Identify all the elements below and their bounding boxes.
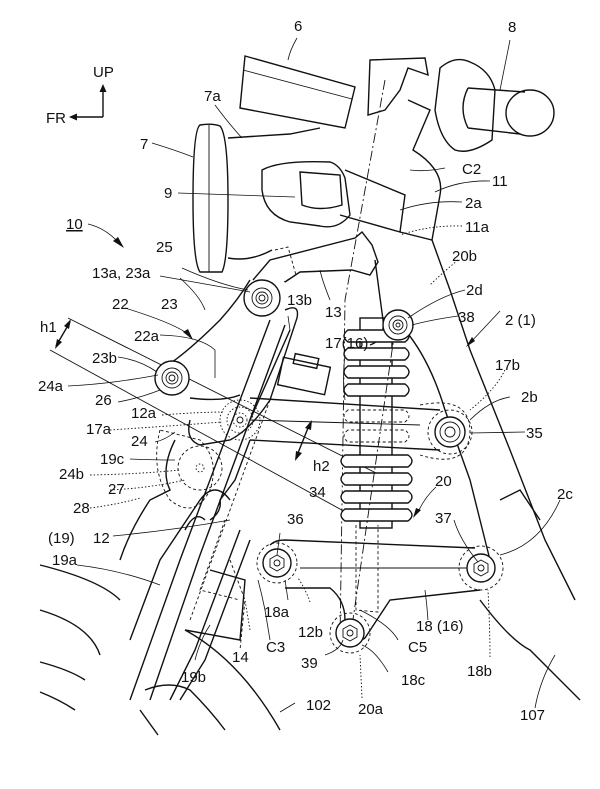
meter-unit (239, 55, 356, 129)
up-arrowhead-icon (99, 84, 107, 92)
label-18-16: 18 (16) (416, 618, 464, 635)
pivot-36 (256, 542, 298, 584)
label-9: 9 (164, 185, 172, 202)
orientation-indicator: UP FR (46, 64, 114, 127)
label-23: 23 (161, 296, 178, 313)
label-18a: 18a (264, 604, 290, 621)
label-19a: 19a (52, 552, 78, 569)
label-39: 39 (301, 655, 318, 672)
label-25: 25 (156, 239, 173, 256)
label-2c: 2c (557, 486, 573, 503)
label-2b: 2b (521, 389, 538, 406)
assembly-reference: 10 (66, 216, 124, 248)
label-28: 28 (73, 500, 90, 517)
label-7: 7 (140, 136, 148, 153)
label-C2: C2 (462, 161, 481, 178)
label-13b: 13b (287, 292, 312, 309)
pivot-39 (329, 612, 371, 654)
label-14: 14 (232, 649, 249, 666)
dimension-h2 (295, 420, 312, 461)
dimension-h1 (49, 317, 391, 521)
label-19-paren: (19) (48, 530, 75, 547)
label-19b: 19b (181, 669, 206, 686)
assembly-arrow-icon (113, 237, 124, 248)
label-20: 20 (435, 473, 452, 490)
label-17a: 17a (86, 421, 112, 438)
label-2d: 2d (466, 282, 483, 299)
label-26: 26 (95, 392, 112, 409)
label-2a: 2a (465, 195, 482, 212)
up-label: UP (93, 64, 114, 81)
link-arm-23 (159, 279, 299, 446)
leader-lines (67, 37, 561, 713)
label-22: 22 (112, 296, 129, 313)
label-18c: 18c (401, 672, 426, 689)
label-35: 35 (526, 425, 543, 442)
label-24a: 24a (38, 378, 64, 395)
label-20b: 20b (452, 248, 477, 265)
label-24: 24 (131, 433, 148, 450)
label-19c: 19c (100, 451, 125, 468)
label-h2: h2 (313, 458, 330, 475)
pivot-38 (382, 309, 414, 341)
label-h1: h1 (40, 319, 57, 336)
label-12b: 12b (298, 624, 323, 641)
reference-labels: 6 8 7a 7 C2 11 9 2a 11a 25 20b 13a, 23a … (38, 18, 573, 724)
label-37: 37 (435, 510, 452, 527)
label-27: 27 (108, 481, 125, 498)
label-38: 38 (458, 309, 475, 326)
shock-absorber (276, 317, 413, 641)
pivot-34 (219, 399, 261, 441)
pivot-35 (427, 409, 473, 455)
label-C3: C3 (266, 639, 285, 656)
label-17-16: 17(16) (325, 335, 368, 352)
label-12: 12 (93, 530, 110, 547)
frame-2 (369, 239, 581, 701)
label-8: 8 (508, 19, 516, 36)
upper-arm-17 (249, 397, 471, 460)
handlebar-grip (367, 57, 555, 152)
label-12a: 12a (131, 405, 157, 422)
label-36: 36 (287, 511, 304, 528)
label-102: 102 (306, 697, 331, 714)
assembly-ref-label: 10 (66, 216, 83, 233)
label-7a: 7a (204, 88, 221, 105)
label-22a: 22a (134, 328, 160, 345)
label-23b: 23b (92, 350, 117, 367)
label-13: 13 (325, 304, 342, 321)
headlight (192, 123, 321, 273)
label-13a-23a: 13a, 23a (92, 265, 151, 282)
label-C5: C5 (408, 639, 427, 656)
steering-axis-C2 (339, 79, 386, 641)
pivot-25 (243, 279, 281, 317)
label-20a: 20a (358, 701, 384, 718)
label-18b: 18b (467, 663, 492, 680)
pivot-37 (458, 545, 504, 591)
label-17b: 17b (495, 357, 520, 374)
label-107: 107 (520, 707, 545, 724)
label-11a: 11a (465, 219, 490, 236)
pivot-26 (154, 360, 190, 396)
label-11: 11 (492, 173, 508, 190)
label-2-1: 2 (1) (505, 312, 536, 329)
label-34: 34 (309, 484, 326, 501)
steering-head (261, 79, 442, 641)
front-arrowhead-icon (69, 113, 77, 121)
bracket-14 (184, 559, 246, 651)
front-fork (119, 319, 291, 701)
bracket-13 (252, 230, 379, 283)
front-wheel (39, 564, 281, 736)
label-24b: 24b (59, 466, 84, 483)
label-6: 6 (294, 18, 302, 35)
front-label: FR (46, 110, 66, 127)
